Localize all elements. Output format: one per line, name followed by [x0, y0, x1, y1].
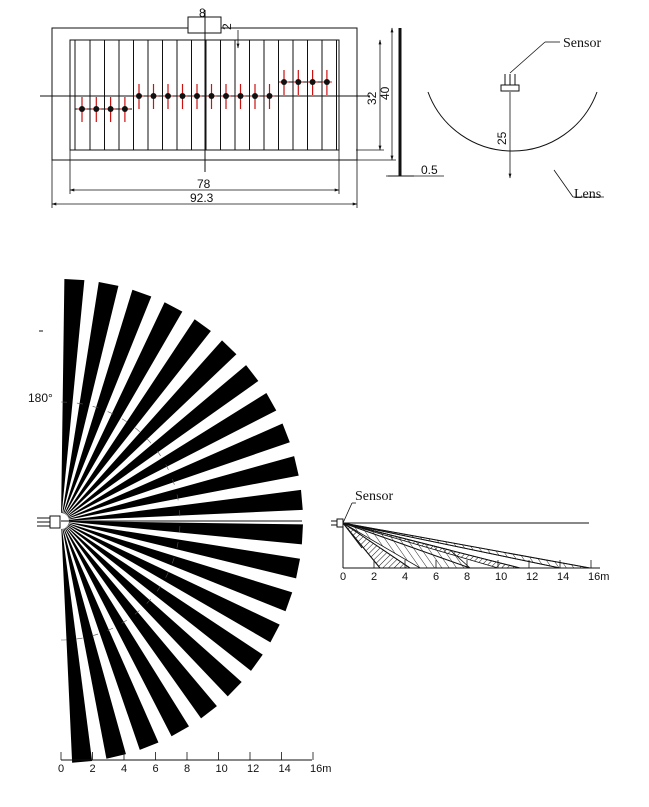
dim-78-label: 78 — [197, 177, 211, 191]
fan-wedge — [61, 528, 93, 763]
fan-wedge — [62, 281, 119, 514]
sensor-body-icon — [500, 84, 520, 92]
tick-label: 6 — [153, 763, 159, 775]
tick-label: 6 — [433, 571, 439, 583]
tick-label: 10 — [495, 571, 507, 583]
fan-wedge — [68, 521, 303, 545]
fan-wedge — [66, 340, 237, 516]
dim-05-label: 0.5 — [421, 163, 438, 177]
red-pin — [119, 97, 130, 122]
side-range-profile — [331, 502, 600, 569]
red-pin — [206, 84, 217, 109]
red-pin — [279, 70, 289, 95]
red-pin — [77, 97, 87, 122]
red-pin — [264, 84, 275, 109]
fan-wedge — [65, 527, 217, 719]
red-pin — [192, 84, 202, 109]
dim-32-label: 32 — [365, 91, 379, 105]
tick-label: 2 — [90, 763, 96, 775]
detection-fan — [60, 279, 303, 763]
fan-wedge — [63, 528, 159, 750]
sensor-label-top: Sensor — [563, 36, 601, 51]
tick-label: 16m — [588, 571, 609, 583]
red-pin — [307, 70, 318, 95]
red-pin — [321, 70, 332, 95]
tick-label: 8 — [464, 571, 470, 583]
fan-wedge — [68, 522, 301, 579]
dim-92-label: 92.3 — [190, 191, 214, 205]
red-pin — [250, 84, 260, 109]
depth-25-label: 25 — [495, 131, 509, 145]
fan-wedge — [64, 302, 183, 515]
lens-dimensions — [51, 27, 444, 208]
red-pin — [177, 84, 188, 109]
fan-wedge — [65, 319, 211, 515]
fan-wedge — [66, 526, 242, 697]
fan-wedge — [61, 279, 85, 514]
tick-label: 4 — [121, 763, 127, 775]
tick-label: 2 — [371, 571, 377, 583]
fan-wedge — [64, 527, 189, 737]
fan-distance-ticks: 0 2 4 6 8 10 12 14 16m — [58, 752, 331, 775]
fan-wedge — [68, 423, 290, 519]
fan-wedge — [63, 289, 152, 514]
tick-label: 0 — [340, 571, 346, 583]
red-pin — [163, 84, 173, 109]
tick-label: 14 — [557, 571, 569, 583]
red-pin — [148, 84, 159, 109]
dim-8-label: 8 — [199, 6, 206, 20]
dim-40-label: 40 — [378, 86, 392, 100]
fan-wedge — [68, 456, 299, 520]
sensor-label-side: Sensor — [355, 489, 393, 504]
red-pin — [221, 84, 231, 109]
lens-facet-lines — [89, 40, 337, 150]
fan-wedge — [68, 523, 293, 612]
tick-label: 16m — [310, 763, 331, 775]
fan-wedge — [67, 393, 277, 518]
lens-top-view — [40, 10, 414, 177]
fan-wedge — [67, 524, 280, 643]
fan-wedge — [68, 489, 303, 521]
lens-arc — [427, 91, 598, 152]
fan-wedge — [67, 525, 263, 671]
tick-label: 8 — [184, 763, 190, 775]
red-pin — [134, 84, 144, 109]
fan-sensor-icon — [37, 515, 61, 529]
tick-label: 0 — [58, 763, 64, 775]
fan-wedge — [62, 528, 126, 759]
dim-2-label: 2 — [220, 23, 234, 30]
red-pin — [105, 97, 116, 122]
fan-wedge — [67, 365, 259, 517]
lens-label: Lens — [574, 187, 601, 202]
tick-label: 4 — [402, 571, 408, 583]
tick-label: 12 — [247, 763, 259, 775]
red-pin — [293, 70, 304, 95]
tick-label: 10 — [216, 763, 228, 775]
range-distance-ticks: 0 2 4 6 8 10 12 14 16m — [340, 560, 609, 583]
fan-angle-label: 180° — [28, 391, 53, 405]
tick-label: 14 — [279, 763, 291, 775]
red-pin — [91, 97, 102, 122]
red-pin — [235, 84, 246, 109]
lens-red-pins — [75, 70, 332, 122]
tick-label: 12 — [526, 571, 538, 583]
lens-side-view — [427, 41, 604, 198]
